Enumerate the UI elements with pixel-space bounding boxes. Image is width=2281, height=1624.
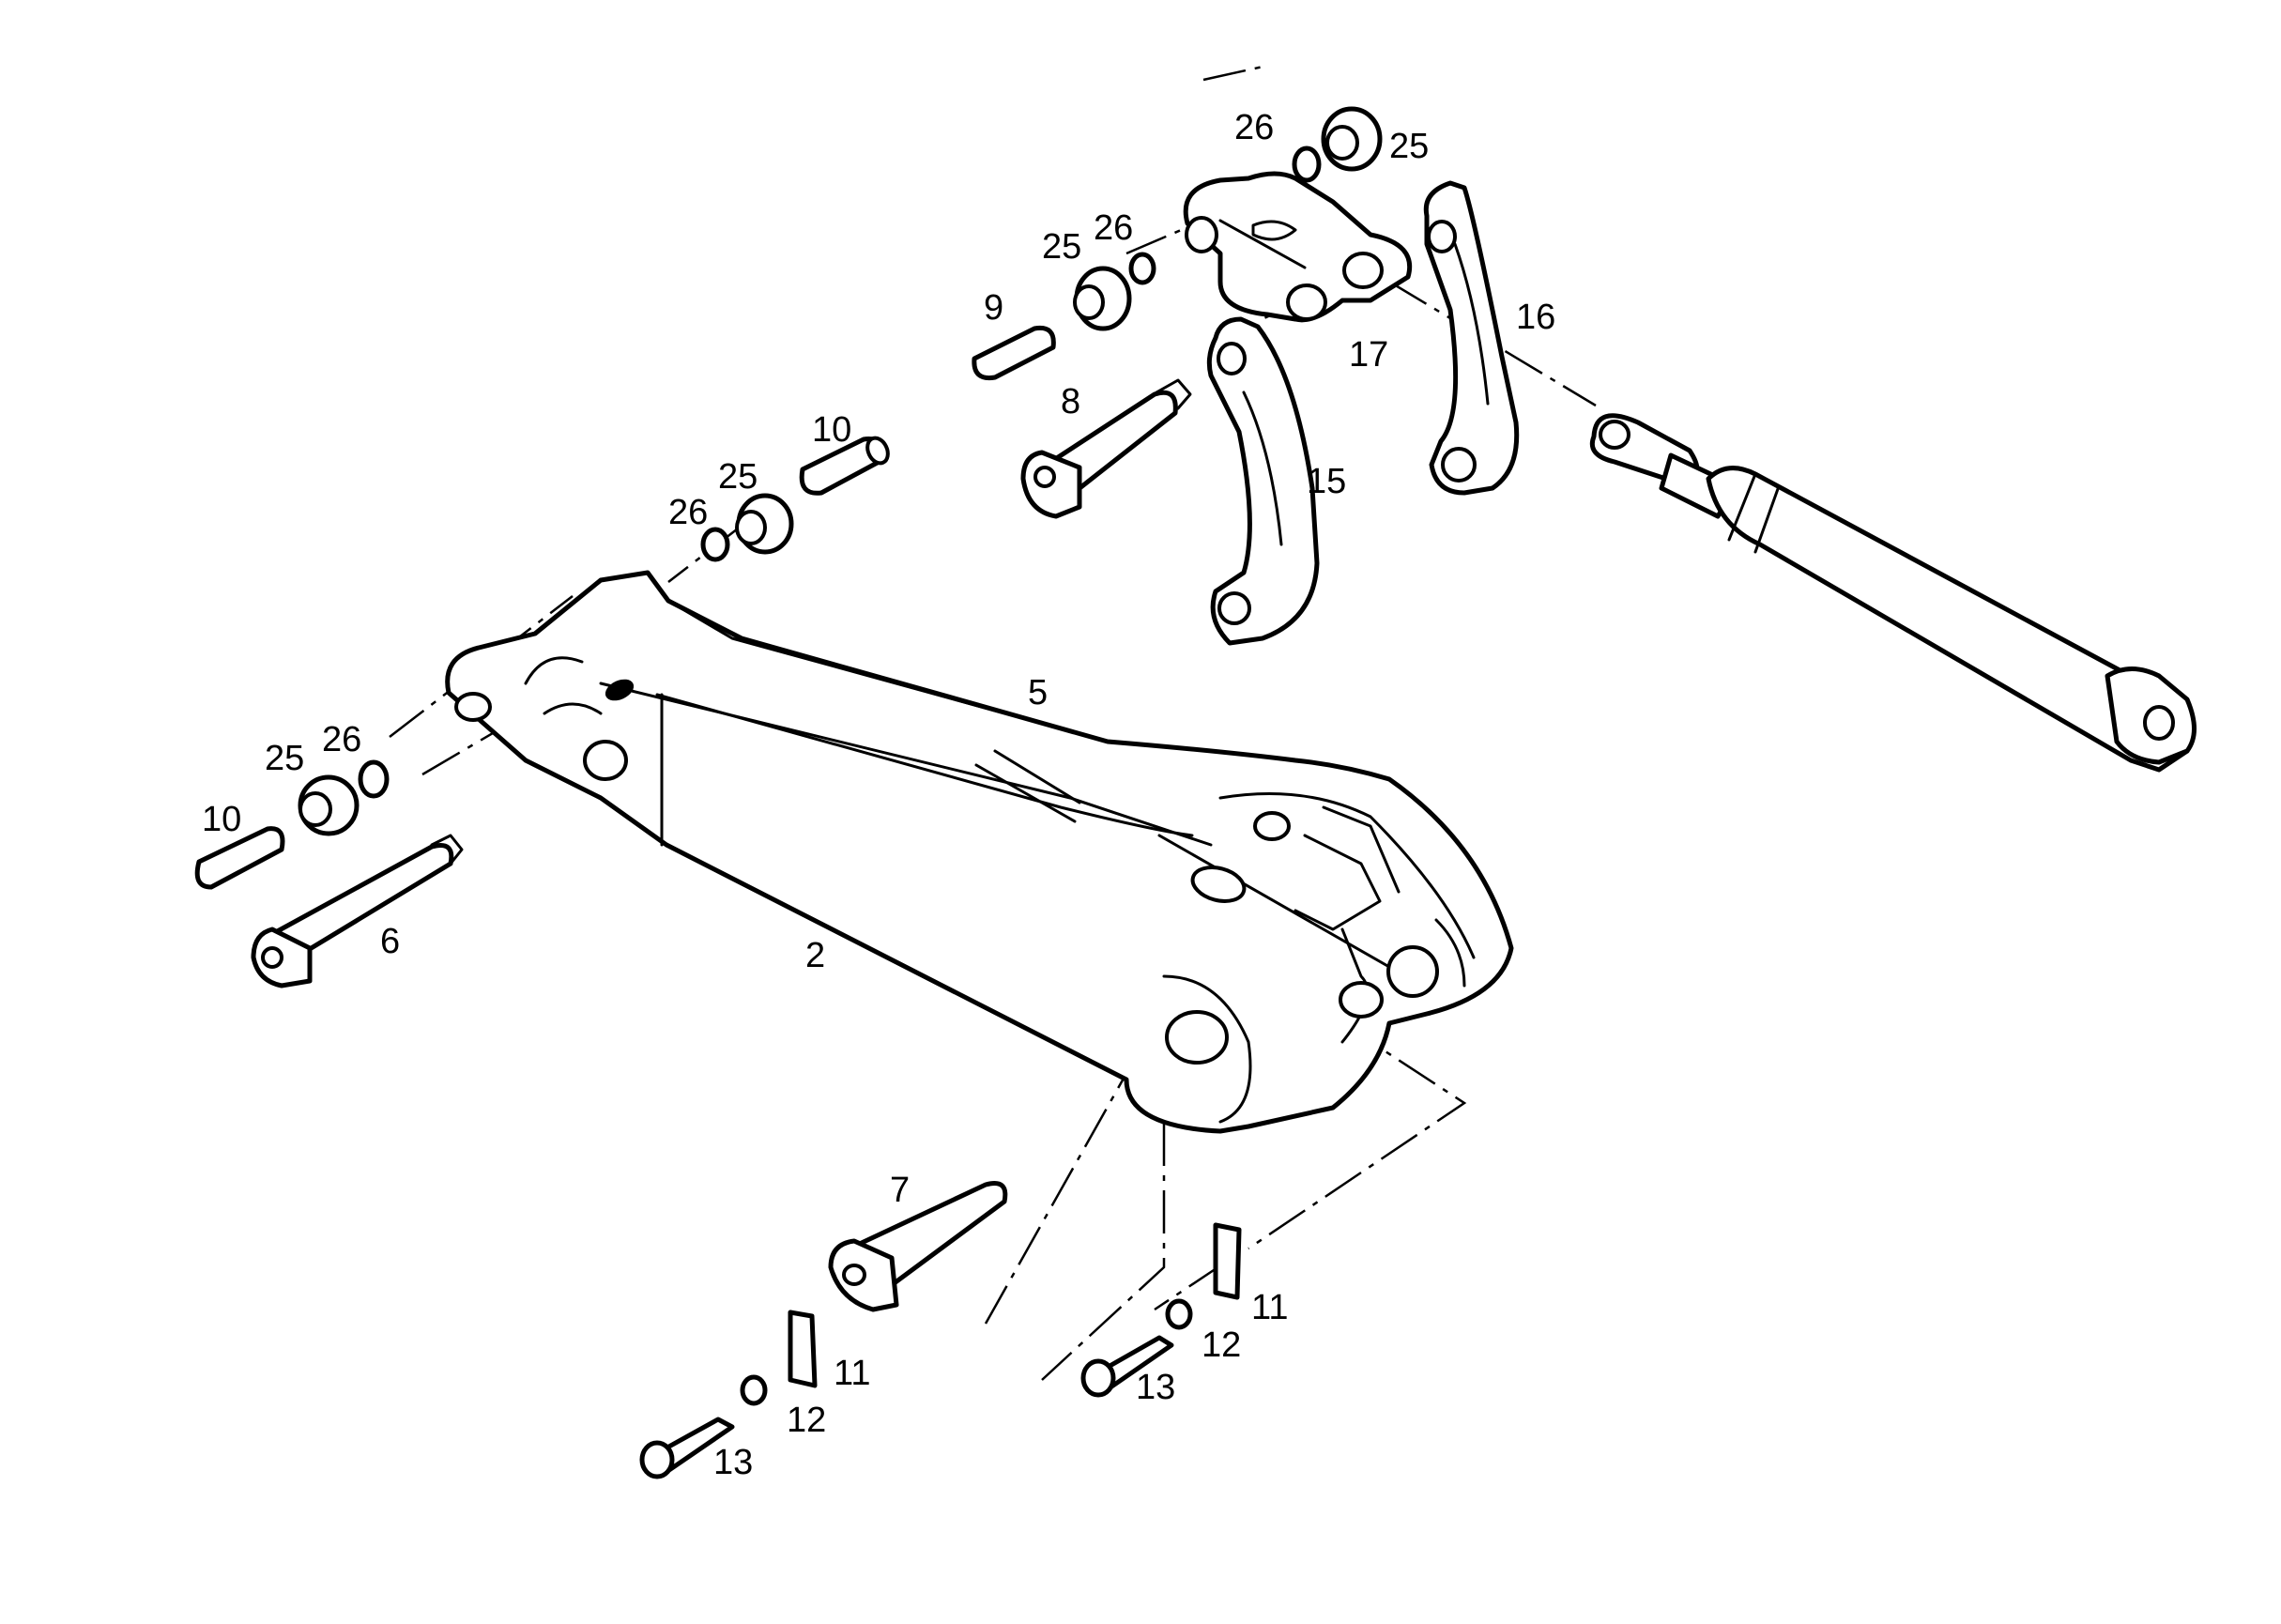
- boom-arm-part-2: [445, 570, 1514, 1134]
- label-26-upper-mid: 26: [1094, 208, 1133, 248]
- bushing-part-25-upper-mid: [1073, 266, 1132, 331]
- label-17: 17: [1349, 335, 1388, 375]
- label-13-left: 13: [713, 1443, 753, 1482]
- label-25-left: 25: [265, 739, 304, 778]
- linkage-part-17: [1183, 171, 1412, 323]
- label-16: 16: [1516, 298, 1555, 337]
- label-26-mid: 26: [668, 493, 708, 532]
- label-13-right: 13: [1136, 1368, 1175, 1407]
- lock-plate-part-11-left: [788, 1310, 818, 1388]
- label-5: 5: [1028, 673, 1048, 712]
- label-11-left: 11: [834, 1354, 870, 1393]
- bushing-part-25-mid: [735, 493, 794, 555]
- label-25-top: 25: [1389, 127, 1429, 166]
- label-9: 9: [984, 288, 1003, 328]
- label-6: 6: [380, 922, 400, 961]
- label-26-left: 26: [322, 720, 361, 759]
- pin-part-7: [828, 1181, 1008, 1312]
- bolt-part-13-left: [639, 1417, 735, 1479]
- label-26-top: 26: [1234, 108, 1274, 147]
- lock-plate-part-11-right: [1213, 1222, 1242, 1300]
- label-25-mid: 25: [718, 457, 758, 497]
- label-25-upper-mid: 25: [1042, 227, 1081, 267]
- label-8: 8: [1061, 382, 1080, 421]
- label-10-upper: 10: [812, 410, 851, 450]
- washer-part-26-mid: [700, 527, 730, 562]
- label-12-right: 12: [1202, 1325, 1241, 1365]
- pin-part-10-lower: [194, 826, 285, 890]
- lever-part-15: [1206, 316, 1320, 646]
- washer-part-26-upper-mid: [1128, 252, 1156, 285]
- pin-part-6: [251, 834, 464, 988]
- washer-part-12-left: [740, 1374, 768, 1406]
- washer-part-12-right: [1165, 1298, 1193, 1330]
- lever-part-16: [1423, 180, 1520, 496]
- pin-part-9: [972, 325, 1056, 381]
- washer-part-26-left: [358, 759, 390, 799]
- label-11-right: 11: [1251, 1288, 1288, 1327]
- part-number-labels: 2 5 6 7 8 9 10 10 11 11 12 12 13 13 15 1…: [202, 108, 1555, 1482]
- bushing-part-25-left: [298, 774, 360, 836]
- hydraulic-cylinder: [1589, 413, 2197, 773]
- label-15: 15: [1307, 462, 1346, 501]
- label-10-lower: 10: [202, 800, 241, 839]
- pin-part-10-upper: [799, 436, 890, 496]
- label-2: 2: [805, 936, 825, 975]
- washer-part-26-top: [1292, 146, 1322, 183]
- pin-part-8: [1020, 378, 1192, 519]
- label-7: 7: [890, 1171, 910, 1210]
- label-12-left: 12: [787, 1401, 826, 1440]
- bushing-part-25-top: [1321, 106, 1383, 172]
- bolt-part-13-right: [1080, 1335, 1174, 1398]
